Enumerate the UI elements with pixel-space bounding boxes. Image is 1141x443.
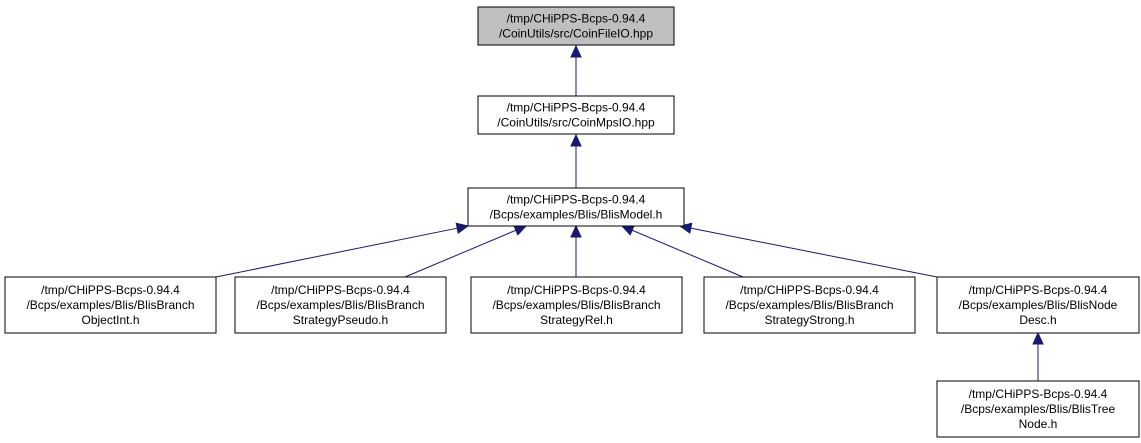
edge-line <box>690 227 938 278</box>
node-mpsio[interactable]: /tmp/CHiPPS-Bcps-0.94.4/CoinUtils/src/Co… <box>477 95 675 135</box>
edge-branchstrong-to-blismodel <box>620 225 744 278</box>
node-fileio: /tmp/CHiPPS-Bcps-0.94.4/CoinUtils/src/Co… <box>477 6 675 46</box>
node-label-line: /tmp/CHiPPS-Bcps-0.94.4 <box>740 283 879 297</box>
node-label-line: /tmp/CHiPPS-Bcps-0.94.4 <box>507 283 646 297</box>
edge-treenode-to-nodedesc <box>1032 331 1044 381</box>
node-box <box>470 276 683 334</box>
edge-arrowhead <box>620 225 635 236</box>
node-label-line: /Bcps/examples/Blis/BlisTree <box>961 402 1116 416</box>
node-label-line: StrategyRel.h <box>540 313 613 327</box>
edge-branchobjint-to-blismodel <box>215 222 470 278</box>
edge-branchrel-to-blismodel <box>570 224 582 277</box>
node-label-line: /Bcps/examples/Blis/BlisBranch <box>725 298 893 312</box>
node-label-line: /CoinUtils/src/CoinMpsIO.hpp <box>497 116 655 130</box>
node-box <box>477 6 675 46</box>
node-nodedesc[interactable]: /tmp/CHiPPS-Bcps-0.94.4/Bcps/examples/Bl… <box>936 276 1140 334</box>
node-label-line: /tmp/CHiPPS-Bcps-0.94.4 <box>507 12 646 26</box>
node-branchobjint[interactable]: /tmp/CHiPPS-Bcps-0.94.4/Bcps/examples/Bl… <box>4 276 217 334</box>
node-branchrel[interactable]: /tmp/CHiPPS-Bcps-0.94.4/Bcps/examples/Bl… <box>470 276 683 334</box>
node-label-line: /Bcps/examples/Blis/BlisBranch <box>256 298 424 312</box>
node-label-line: /tmp/CHiPPS-Bcps-0.94.4 <box>969 283 1108 297</box>
node-label-line: /CoinUtils/src/CoinFileIO.hpp <box>499 27 653 41</box>
edge-arrowhead <box>570 224 582 238</box>
node-box <box>936 380 1140 438</box>
edge-line <box>631 229 744 278</box>
edge-nodedesc-to-blismodel <box>678 222 938 278</box>
edge-arrowhead <box>455 222 470 234</box>
edge-line <box>215 227 458 278</box>
edge-line <box>404 229 517 278</box>
node-branchpseudo[interactable]: /tmp/CHiPPS-Bcps-0.94.4/Bcps/examples/Bl… <box>234 276 447 334</box>
node-label-line: /tmp/CHiPPS-Bcps-0.94.4 <box>507 101 646 115</box>
node-treenode[interactable]: /tmp/CHiPPS-Bcps-0.94.4/Bcps/examples/Bl… <box>936 380 1140 438</box>
node-label-line: StrategyPseudo.h <box>293 313 388 327</box>
node-label-line: /tmp/CHiPPS-Bcps-0.94.4 <box>271 283 410 297</box>
edge-arrowhead <box>513 225 528 236</box>
edge-arrowhead <box>1032 331 1044 345</box>
node-label-line: /Bcps/examples/Blis/BlisNode <box>959 298 1118 312</box>
node-box <box>477 95 675 135</box>
node-label-line: StrategyStrong.h <box>764 313 854 327</box>
node-label-line: /tmp/CHiPPS-Bcps-0.94.4 <box>507 193 646 207</box>
node-box <box>234 276 447 334</box>
node-label-line: /tmp/CHiPPS-Bcps-0.94.4 <box>969 387 1108 401</box>
node-box <box>4 276 217 334</box>
node-box <box>703 276 916 334</box>
edge-blismodel-to-mpsio <box>570 133 582 188</box>
node-box <box>467 187 685 227</box>
node-label-line: /Bcps/examples/Blis/BlisModel.h <box>490 208 663 222</box>
edge-arrowhead <box>570 133 582 147</box>
nodes-layer: /tmp/CHiPPS-Bcps-0.94.4/CoinUtils/src/Co… <box>4 6 1140 438</box>
node-box <box>936 276 1140 334</box>
node-label-line: /tmp/CHiPPS-Bcps-0.94.4 <box>41 283 180 297</box>
edge-branchpseudo-to-blismodel <box>404 225 528 278</box>
node-branchstrong[interactable]: /tmp/CHiPPS-Bcps-0.94.4/Bcps/examples/Bl… <box>703 276 916 334</box>
node-blismodel[interactable]: /tmp/CHiPPS-Bcps-0.94.4/Bcps/examples/Bl… <box>467 187 685 227</box>
edge-mpsio-to-fileio <box>570 44 582 96</box>
node-label-line: Desc.h <box>1019 313 1056 327</box>
edge-arrowhead <box>570 44 582 58</box>
node-label-line: /Bcps/examples/Blis/BlisBranch <box>492 298 660 312</box>
node-label-line: ObjectInt.h <box>81 313 139 327</box>
node-label-line: Node.h <box>1019 417 1058 431</box>
node-label-line: /Bcps/examples/Blis/BlisBranch <box>26 298 194 312</box>
